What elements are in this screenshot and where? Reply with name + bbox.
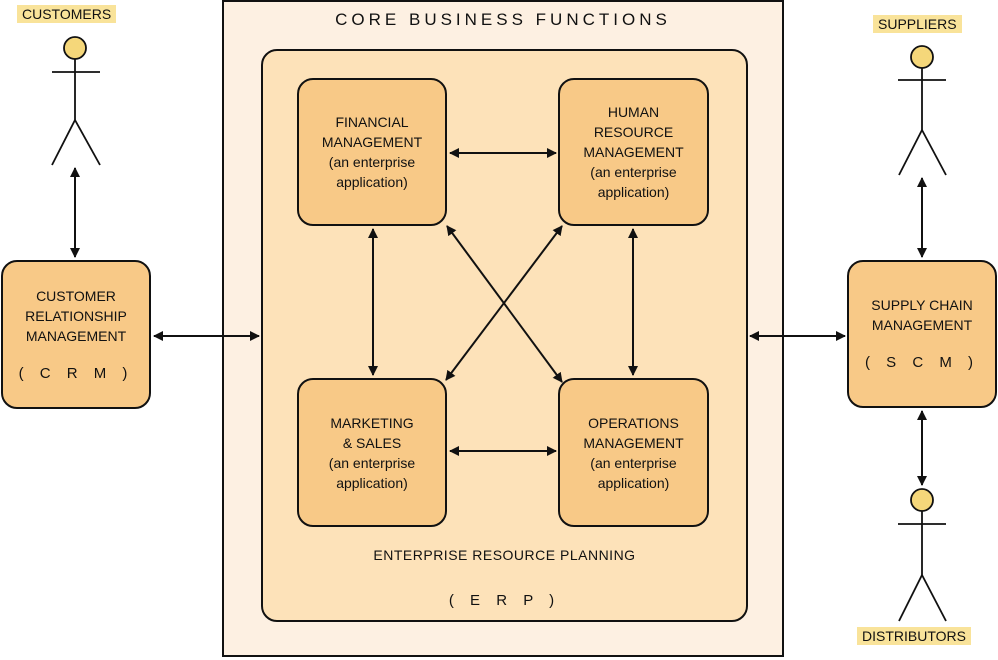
module-line: FINANCIAL: [335, 114, 409, 130]
crm-box: CUSTOMER RELATIONSHIP MANAGEMENT ( C R M…: [1, 260, 151, 409]
erp-label: ENTERPRISE RESOURCE PLANNING: [373, 547, 636, 563]
scm-box: SUPPLY CHAIN MANAGEMENT ( S C M ): [847, 260, 997, 408]
scm-abbr: ( S C M ): [865, 354, 979, 371]
distributors-label: DISTRIBUTORS: [857, 627, 971, 645]
suppliers-label: SUPPLIERS: [873, 15, 962, 33]
module-line: MARKETING: [330, 414, 414, 431]
crm-abbr: ( C R M ): [18, 364, 134, 382]
module-line: (an enterprise: [590, 454, 677, 471]
module-line: HUMAN: [607, 104, 660, 120]
module-line: (an enterprise: [590, 164, 677, 180]
module-line: application): [336, 174, 408, 190]
module-line: application): [597, 184, 670, 200]
financial-management-module: FINANCIAL MANAGEMENT (an enterprise appl…: [297, 78, 447, 226]
module-line: (an enterprise: [328, 154, 416, 170]
customers-label: CUSTOMERS: [17, 5, 117, 23]
crm-line: CUSTOMER: [36, 287, 116, 304]
scm-line: MANAGEMENT: [871, 317, 973, 333]
module-line: (an enterprise: [328, 454, 416, 471]
operations-management-module: OPERATIONS MANAGEMENT (an enterprise app…: [558, 378, 709, 527]
module-line: application): [597, 474, 670, 491]
scm-line: SUPPLY CHAIN: [871, 297, 973, 313]
suppliers-actor-icon: [898, 45, 947, 176]
human-resource-management-module: HUMAN RESOURCE MANAGEMENT (an enterprise…: [558, 78, 709, 226]
arrow-hr-marketing: [445, 225, 563, 381]
module-line: application): [336, 474, 408, 491]
erp-abbr: ( E R P ): [448, 592, 561, 609]
marketing-sales-module: MARKETING & SALES (an enterprise applica…: [297, 378, 447, 527]
module-line: OPERATIONS: [588, 414, 679, 431]
module-line: & SALES: [342, 434, 402, 451]
core-title: CORE BUSINESS FUNCTIONS: [335, 10, 671, 29]
distributors-actor-icon: [898, 488, 947, 622]
crm-line: RELATIONSHIP: [25, 307, 127, 324]
module-line: MANAGEMENT: [583, 144, 684, 160]
customers-actor-icon: [51, 36, 101, 166]
module-line: MANAGEMENT: [321, 134, 423, 150]
module-line: RESOURCE: [593, 124, 674, 140]
crm-line: MANAGEMENT: [25, 327, 127, 344]
module-line: MANAGEMENT: [583, 434, 684, 451]
